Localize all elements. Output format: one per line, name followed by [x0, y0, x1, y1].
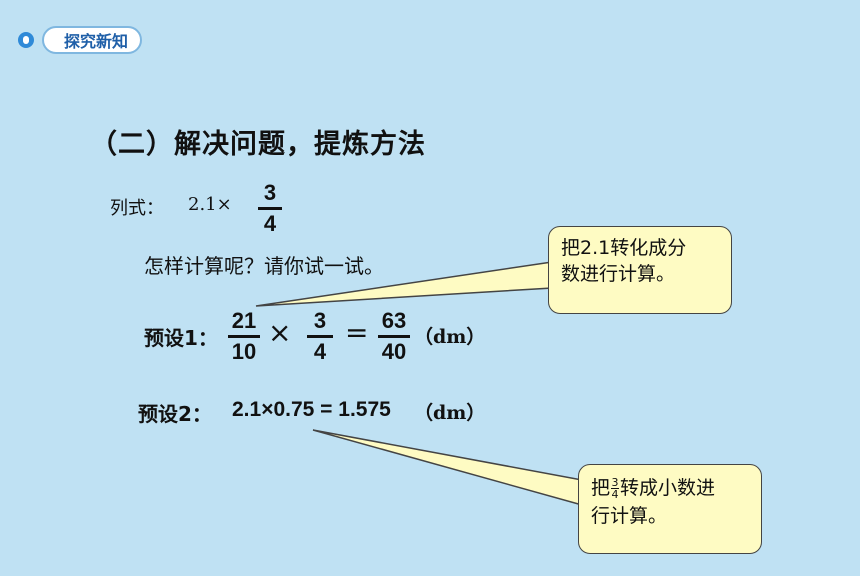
formula-prefix: 2.1×: [188, 194, 232, 215]
formula-fraction: 3 4: [258, 180, 282, 237]
preset1-times: ×: [268, 316, 292, 349]
preset1-b-den: 4: [313, 339, 327, 364]
preset2-expression: 2.1×0.75 = 1.575: [232, 398, 391, 421]
formula-label: 列式：: [110, 198, 164, 219]
section-tag-label: 探究新知: [42, 26, 142, 54]
preset1-c-num: 63: [381, 308, 407, 333]
preset1-a-num: 21: [231, 308, 257, 333]
bullet-icon: [18, 32, 34, 48]
preset1-unit: （dm）: [414, 326, 486, 348]
callout2-suffix: 转成小数进: [620, 477, 716, 499]
preset1-fraction-a: 21 10: [228, 308, 260, 365]
callout2-frac-num: 3: [611, 475, 619, 489]
section-tag: 探究新知: [14, 24, 146, 58]
callout2-line2: 行计算。: [591, 505, 668, 527]
callout-convert-fraction: 把 3 4 转成小数进 行计算。: [578, 464, 762, 554]
prompt-text: 怎样计算呢？请你试一试。: [144, 254, 384, 278]
fraction-bar: [611, 487, 620, 489]
fraction-bar: [307, 335, 333, 338]
formula-frac-num: 3: [263, 180, 277, 205]
preset2-label: 预设2：: [138, 402, 212, 426]
preset1-a-den: 10: [231, 339, 257, 364]
preset1-label: 预设1：: [144, 326, 218, 350]
callout2-frac-den: 4: [611, 487, 619, 501]
page-heading: （二）解决问题，提炼方法: [90, 129, 426, 160]
preset1-equals: =: [345, 316, 369, 349]
callout-convert-decimal: 把2.1转化成分 数进行计算。: [548, 226, 732, 314]
formula-frac-den: 4: [263, 211, 277, 236]
fraction-bar: [258, 207, 282, 210]
callout2-line1: 把 3 4 转成小数进: [591, 473, 749, 503]
preset1-fraction-c: 63 40: [378, 308, 410, 365]
callout2-prefix: 把: [591, 477, 611, 499]
preset1-b-num: 3: [313, 308, 327, 333]
callout2-pointer: [312, 429, 583, 506]
preset1-c-den: 40: [381, 339, 407, 364]
fraction-bar: [378, 335, 410, 338]
preset2-unit: （dm）: [414, 402, 486, 424]
callout2-fraction: 3 4: [611, 475, 620, 501]
callout1-line1: 把2.1转化成分: [561, 237, 687, 259]
callout1-line2: 数进行计算。: [561, 263, 676, 285]
fraction-bar: [228, 335, 260, 338]
preset1-fraction-b: 3 4: [307, 308, 333, 365]
